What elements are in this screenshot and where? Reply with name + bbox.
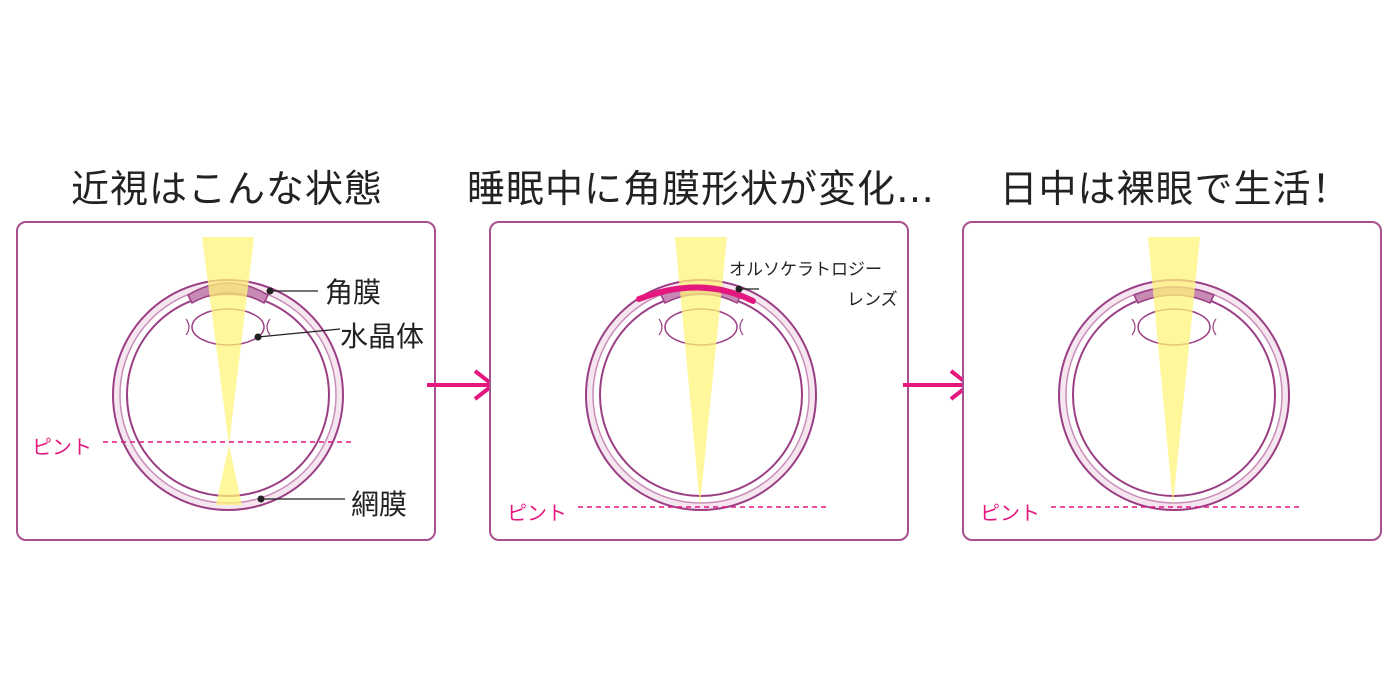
ortho-dot	[735, 285, 743, 293]
cornea-dot	[266, 287, 274, 295]
focus-label: ピント	[32, 435, 92, 459]
ortho-k-lens	[636, 284, 756, 304]
panel-3-title: 日中は裸眼で生活！	[999, 167, 1351, 211]
ciliary-body	[1131, 318, 1217, 336]
light-beam	[675, 237, 727, 505]
cornea-label: 角膜	[325, 276, 382, 309]
light-beam	[1148, 237, 1200, 505]
myopia-eye-diagram	[103, 237, 353, 511]
ciliary-body	[185, 318, 271, 336]
focus-label: ピント	[507, 501, 567, 525]
panel-2-title: 睡眠中に角膜形状が変化…	[466, 167, 935, 211]
arrow-right-icon	[427, 369, 497, 401]
panel-1-title: 近視はこんな状態	[70, 167, 383, 211]
ortho-k-label-line1: オルソケラトロジー	[729, 260, 882, 280]
light-beam-converging	[202, 237, 254, 445]
myopia-panel: 角膜 水晶体 網膜 ピント	[16, 221, 436, 541]
focus-label: ピント	[980, 501, 1040, 525]
lens-dot	[254, 333, 262, 341]
sleep-panel: オルソケラトロジー レンズ ピント	[489, 221, 909, 541]
lens-label: 水晶体	[340, 320, 425, 353]
daytime-eye-diagram	[1051, 237, 1299, 511]
ciliary-body	[658, 318, 744, 336]
ortho-k-label-line2: レンズ	[847, 290, 898, 310]
daytime-panel: ピント	[962, 221, 1382, 541]
lens-leader	[257, 328, 341, 338]
retina-dot	[257, 495, 265, 503]
retina-label: 網膜	[351, 488, 408, 521]
light-beam-diverging	[216, 445, 242, 505]
sleep-eye-diagram	[578, 237, 826, 511]
